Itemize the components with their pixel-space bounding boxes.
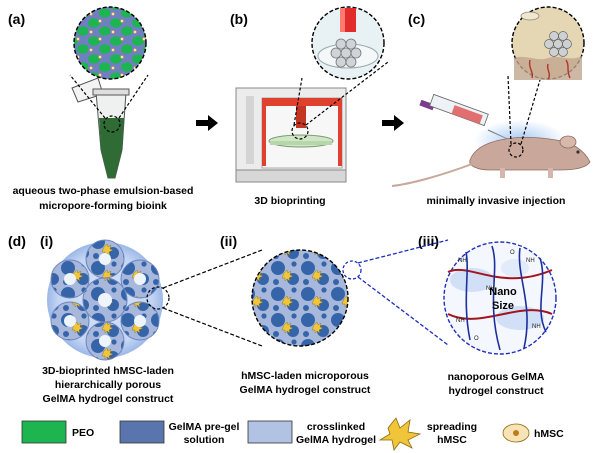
zoom-line — [118, 74, 149, 119]
zoom-line — [520, 79, 541, 145]
panel-a-label: (a) — [8, 11, 25, 27]
mouse-icon — [391, 135, 591, 187]
legend-label-crosslinked-line1: crosslinked — [307, 421, 365, 433]
legend-label-peo: PEO — [72, 427, 94, 439]
caption-d-iii-line2: hydrogel construct — [448, 385, 544, 397]
panel-c-label: (c) — [408, 11, 425, 27]
petri-dish-zoom-circle — [311, 6, 385, 80]
caption-a-line1: aqueous two-phase emulsion-based — [13, 185, 194, 197]
chem-o-label: O — [510, 250, 515, 256]
emulsion-zoom-circle — [73, 6, 147, 80]
panel-d-label: (d) — [8, 233, 26, 249]
porous-construct — [47, 239, 163, 361]
legend-swatch-pregel — [119, 420, 165, 444]
nano-label-line1: Nano — [489, 286, 517, 298]
tube-zoom-marker — [103, 115, 121, 133]
zoom-line — [162, 307, 263, 347]
chem-nh-label: NH — [458, 258, 467, 264]
caption-d-ii-line2: GelMA hydrogel construct — [240, 384, 371, 396]
legend-label-crosslinked-line2: GelMA hydrogel — [296, 434, 376, 446]
zoom-line — [507, 75, 512, 145]
chem-nh-label: NH — [526, 258, 535, 264]
zoom-line — [293, 77, 303, 126]
panel-b-label: (b) — [230, 11, 248, 27]
legend: PEO GelMA pre-gel solution crosslinked G… — [21, 417, 564, 451]
legend-label-pregel-line1: GelMA pre-gel — [169, 421, 240, 433]
zoom-line — [305, 61, 389, 126]
legend-label-hmsc: hMSC — [534, 428, 564, 440]
caption-d-i-line1: 3D-bioprinted hMSC-laden — [42, 365, 174, 377]
nano-label-line2: Size — [492, 300, 514, 312]
legend-label-spreading-line2: hMSC — [437, 434, 467, 446]
zoom-line — [357, 276, 449, 346]
caption-d-iii-line1: nanoporous GelMA — [448, 371, 545, 383]
cell-nucleus-icon — [513, 430, 519, 436]
construct-zoom-marker — [146, 286, 170, 310]
caption-c: minimally invasive injection — [427, 195, 566, 207]
microcentrifuge-tube — [71, 77, 130, 179]
panel-d-iii-label: (iii) — [418, 233, 439, 249]
chem-o-label: O — [474, 336, 479, 342]
chem-nh-label: NH — [456, 318, 465, 324]
caption-d-i-line2: hierarchically porous — [55, 379, 161, 391]
legend-label-spreading-line1: spreading — [427, 421, 477, 433]
nanoporous-zoom-circle — [443, 241, 557, 355]
legend-swatch-peo — [21, 420, 67, 444]
printer-zoom-marker — [291, 122, 309, 140]
tissue-zoom-circle — [511, 6, 585, 80]
arrow-right-icon — [382, 115, 404, 131]
caption-d-ii-line1: hMSC-laden microporous — [241, 370, 369, 382]
legend-label-pregel-line2: solution — [184, 434, 225, 446]
micro-zoom-marker — [342, 260, 362, 280]
microporous-zoom-circle — [251, 249, 349, 347]
caption-a-line2: micropore-forming bioink — [39, 200, 167, 212]
chem-nh-label: NH — [486, 286, 495, 292]
zoom-line — [162, 249, 263, 289]
legend-swatch-crosslinked — [247, 420, 293, 444]
zoom-line — [357, 239, 449, 264]
injection-zoom-marker — [508, 142, 524, 158]
panel-d-ii-label: (ii) — [220, 233, 237, 249]
spreading-cell-icon — [378, 417, 422, 451]
caption-d-i-line3: GelMA hydrogel construct — [43, 393, 174, 405]
panel-d-i-label: (i) — [40, 233, 53, 249]
chem-nh-label: NH — [532, 324, 541, 330]
arrow-right-icon — [196, 115, 218, 131]
zoom-line — [69, 74, 106, 119]
bioprinter-icon — [235, 87, 347, 183]
caption-b: 3D bioprinting — [254, 195, 325, 207]
